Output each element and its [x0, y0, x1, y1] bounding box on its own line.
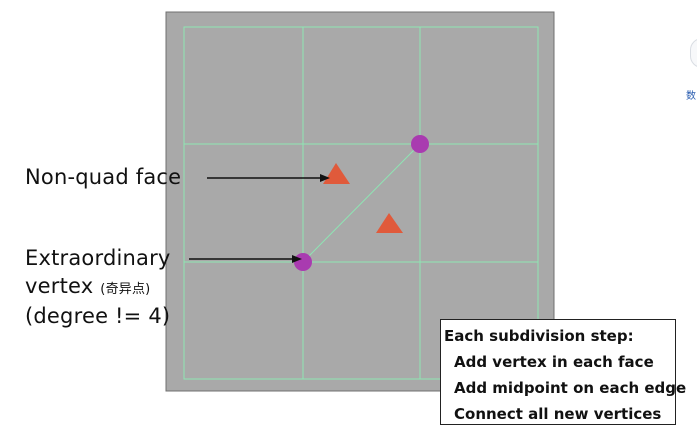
subdivision-steps-box: Each subdivision step: Add vertex in eac…: [440, 319, 687, 425]
extraordinary-label-line1: Extraordinary: [25, 246, 171, 270]
callout-step-3: Connect all new vertices: [454, 405, 662, 423]
extraordinary-vertex-dot: [411, 135, 429, 153]
arrowhead-face: [320, 174, 330, 182]
vertex-word: vertex: [25, 274, 94, 298]
degree-label: (degree != 4): [25, 304, 171, 328]
chinese-annotation: (奇异点): [100, 282, 151, 297]
non-quad-face-marker: [323, 163, 350, 184]
arrowhead-vertex: [292, 255, 302, 263]
callout-step-1: Add vertex in each face: [454, 353, 654, 371]
grid-diagonal-edge: [302, 143, 421, 263]
non-quad-face-marker-2: [376, 213, 403, 233]
extraordinary-vertex-dot-2: [294, 253, 312, 271]
callout-title: Each subdivision step:: [444, 327, 634, 345]
mesh-grid: [183, 26, 539, 380]
non-quad-face-label: Non-quad face: [25, 165, 182, 189]
edge-text-fragment: 数: [686, 91, 696, 102]
grid-border: [183, 26, 539, 380]
callout-step-2: Add midpoint on each edge: [454, 379, 687, 397]
extraordinary-label-line2: vertex (奇异点): [25, 273, 150, 303]
arrows: [189, 174, 330, 263]
